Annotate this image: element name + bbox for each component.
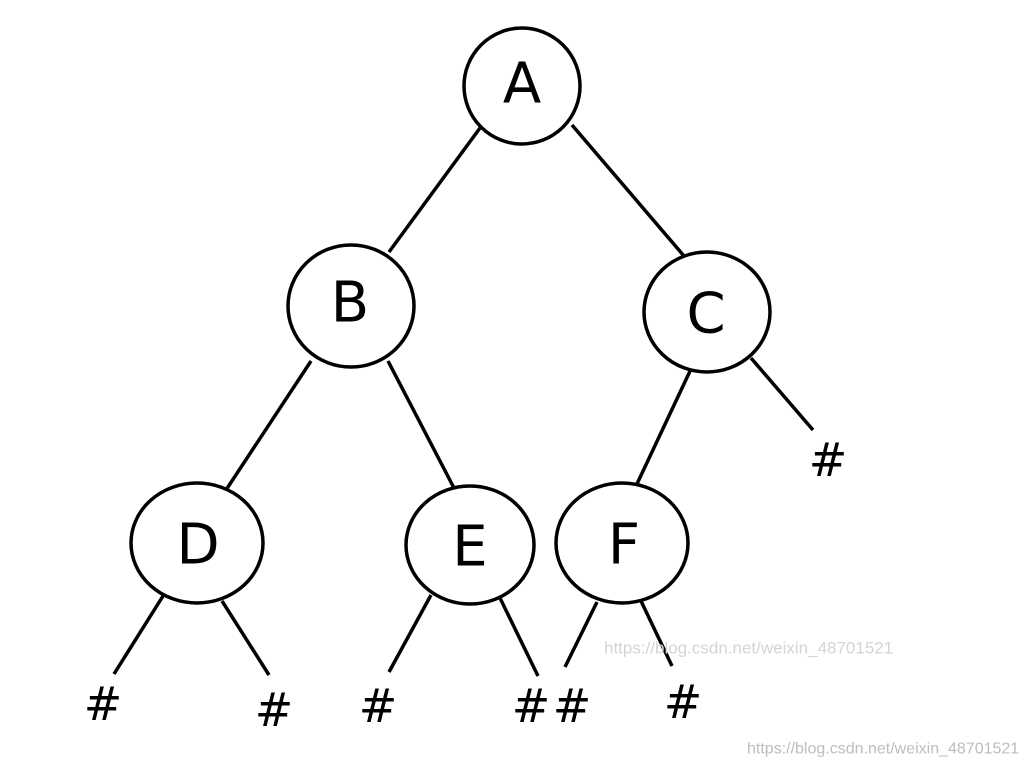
edges xyxy=(112,123,815,677)
edge-e-right-null xyxy=(498,597,540,677)
edge-d-right-null xyxy=(220,600,271,676)
node-f-label: F xyxy=(608,513,640,578)
node-c: C xyxy=(642,250,772,374)
edge-b-d xyxy=(224,360,313,491)
node-e-label: E xyxy=(452,515,487,580)
node-b-circle xyxy=(286,243,416,369)
watermark-center: https://blog.csdn.net/weixin_48701521 xyxy=(604,639,893,658)
edge-d-left-null xyxy=(112,595,165,675)
null-markers: # # # # # # # xyxy=(84,433,848,737)
node-b-label: B xyxy=(331,271,369,336)
node-a-label: A xyxy=(503,52,541,117)
edge-a-b xyxy=(387,126,482,254)
node-f: F xyxy=(554,481,690,605)
null-marker-f-left: # xyxy=(553,679,592,733)
null-marker-e-left: # xyxy=(359,679,398,733)
node-c-label: C xyxy=(686,282,725,347)
node-c-circle xyxy=(642,250,772,374)
node-b: B xyxy=(286,243,416,369)
node-a-circle xyxy=(462,26,582,146)
watermark-corner: https://blog.csdn.net/weixin_48701521 xyxy=(747,741,1019,758)
null-marker-d-right: # xyxy=(255,683,294,737)
null-marker-d-left: # xyxy=(84,677,123,731)
node-d-label: D xyxy=(176,513,219,578)
node-a: A xyxy=(462,26,582,146)
node-e-circle xyxy=(404,484,536,606)
node-e: E xyxy=(404,484,536,606)
edge-e-left-null xyxy=(387,594,433,673)
null-marker-e-right: # xyxy=(512,679,551,733)
node-d-circle xyxy=(129,481,265,605)
edge-c-f xyxy=(634,368,693,487)
node-f-circle xyxy=(554,481,690,605)
edge-b-e xyxy=(386,360,456,489)
null-marker-f-right: # xyxy=(664,675,703,729)
edge-f-right-null xyxy=(639,600,674,667)
edge-a-c xyxy=(570,123,686,258)
null-marker-c-right: # xyxy=(809,433,848,487)
node-d: D xyxy=(129,481,265,605)
edge-c-right-null xyxy=(749,356,815,432)
edge-f-left-null xyxy=(563,601,599,668)
